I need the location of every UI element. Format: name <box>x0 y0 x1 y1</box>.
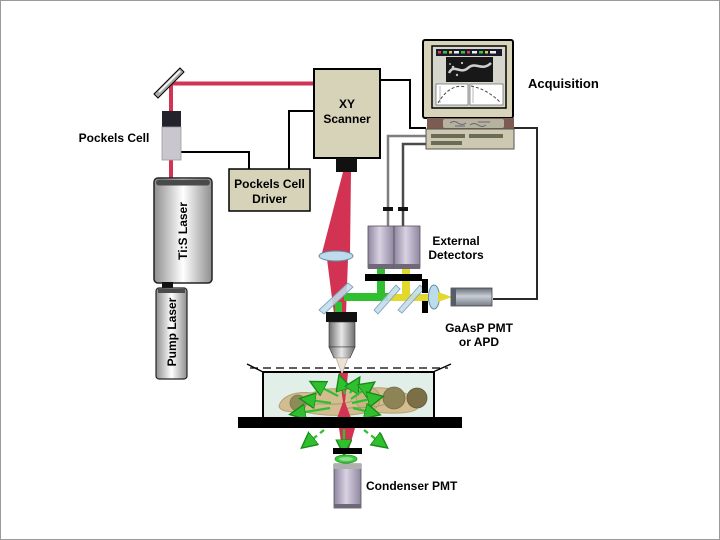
case-slot-1 <box>431 134 465 138</box>
emission-arrows <box>293 378 380 414</box>
tis-laser-label: Ti:S Laser <box>176 202 190 260</box>
focusing-lens-icon <box>428 284 440 310</box>
external-detectors-label: External Detectors <box>428 234 484 262</box>
detector-cables <box>383 134 427 227</box>
cable-right-detector <box>401 142 427 227</box>
acquisition-computer <box>422 39 515 150</box>
cable-connector-left <box>383 207 393 211</box>
pockels-cell-label: Pockels Cell <box>78 131 150 145</box>
screen-graph-left <box>435 83 469 106</box>
screen-toolbar <box>436 49 502 56</box>
pump-laser-label: Pump Laser <box>165 297 179 367</box>
beam-transmitted-red <box>339 428 355 449</box>
keyboard <box>427 118 514 129</box>
scan-lens-icon <box>318 250 354 262</box>
computer-case <box>425 128 515 150</box>
turning-mirror-icon <box>153 67 185 99</box>
dichroic-mirror-2 <box>373 284 401 315</box>
tis-laser-body <box>153 177 213 289</box>
cable-left-detector <box>386 134 427 227</box>
laser-coupler <box>162 282 173 289</box>
wire-scanner-to-computer <box>378 79 426 129</box>
pockels-cell-device <box>161 111 182 161</box>
scanner-output-port <box>336 158 357 172</box>
dichroic-mirrors <box>318 282 425 315</box>
beam-yellow-focus <box>438 292 452 302</box>
pockels-cell-driver-box <box>228 168 311 212</box>
xy-scanner-label: XY Scanner <box>323 97 371 126</box>
pockels-cell-driver-label: Pockels Cell Driver <box>234 177 305 206</box>
acquisition-label: Acquisition <box>528 76 599 91</box>
beam-mirror-to-scanner <box>173 81 315 86</box>
cable-connector-right <box>398 207 408 211</box>
condenser-aperture <box>333 448 362 454</box>
case-slot-3 <box>469 134 503 138</box>
objective-lens <box>326 312 357 375</box>
detector-aperture <box>422 279 428 313</box>
dichroic-mirror-1 <box>318 282 354 315</box>
gaasp-pmt-detector <box>450 287 493 307</box>
wire-pockels-to-driver <box>181 151 250 169</box>
pump-laser-body <box>155 287 188 380</box>
condenser-filter-icon <box>334 454 358 464</box>
beam-green-horizontal <box>344 293 390 301</box>
gaasp-pmt-label: GaAsP PMT or APD <box>445 321 513 349</box>
microscope-stage <box>238 417 462 428</box>
beam-scan-cone <box>322 172 351 253</box>
external-detector-left <box>367 225 395 269</box>
beam-green-to-objective <box>335 302 342 314</box>
wire-scanner-to-driver <box>288 110 315 169</box>
screen-microscopy-image <box>446 57 493 82</box>
emission-filter-right <box>393 274 422 281</box>
xy-scanner-box <box>313 68 381 172</box>
connection-lines <box>181 79 538 300</box>
condenser-pmt-label: Condenser PMT <box>366 479 458 493</box>
case-slot-2 <box>431 141 462 145</box>
beam-laser-to-pockels <box>169 159 173 180</box>
wire-computer-to-gaasp-pmt <box>493 127 538 300</box>
external-detector-right <box>393 225 421 269</box>
screen-graph-right <box>469 83 504 106</box>
beam-mirror-to-pockels <box>169 84 173 112</box>
condenser-pmt-body <box>333 463 362 509</box>
emission-filter-left <box>365 274 395 281</box>
laser-beam-red <box>169 81 351 314</box>
